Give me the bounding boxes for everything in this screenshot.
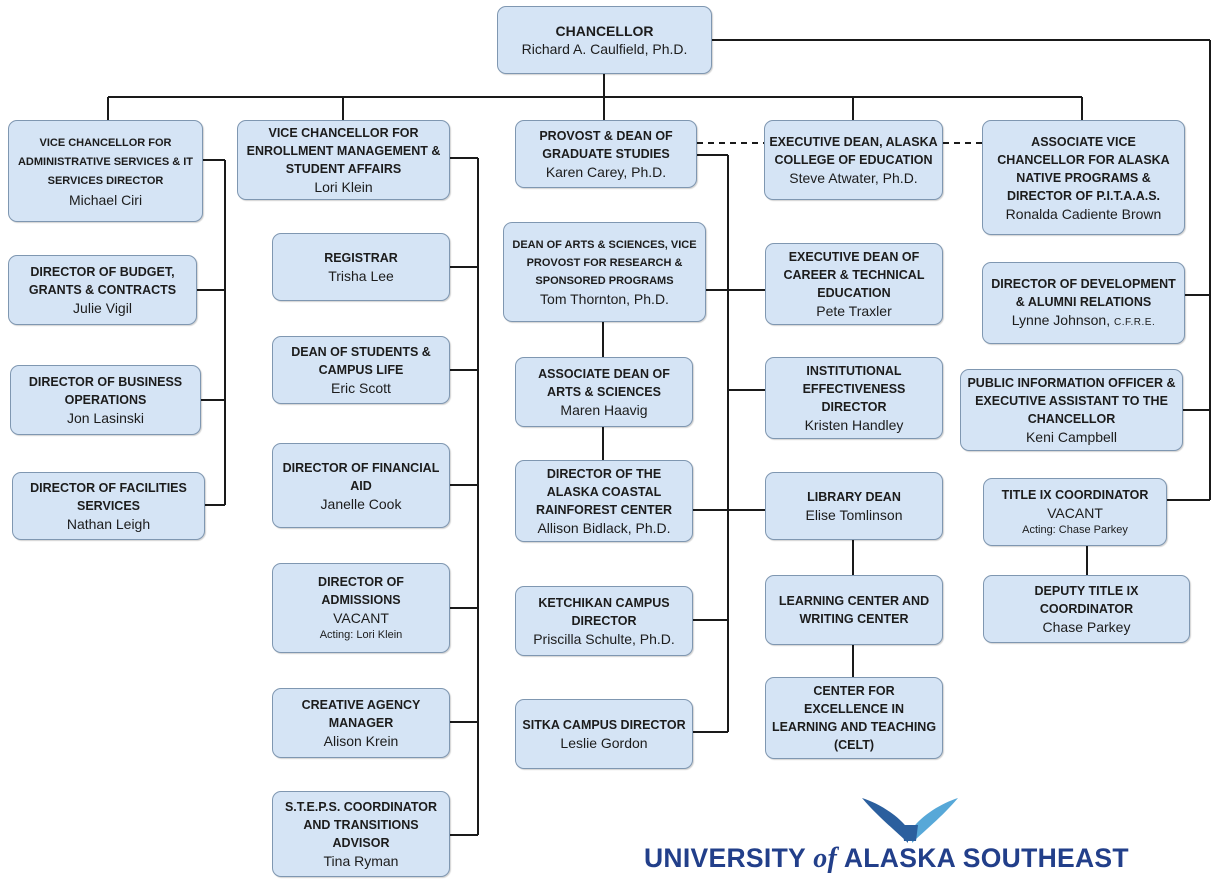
sitka-box: SITKA CAMPUS DIRECTOR Leslie Gordon [515,699,693,769]
facilities-name: Nathan Leigh [66,516,151,532]
development-credential: C.F.R.E. [1114,316,1156,328]
registrar-name: Trisha Lee [328,268,394,284]
vc-admin-name: Michael Ciri [68,191,143,208]
deputy-ix-name: Chase Parkey [1042,619,1131,635]
budget-name: Julie Vigil [73,300,132,316]
chancellor-box: CHANCELLOR Richard A. Caulfield, Ph.D. [497,6,712,74]
whale-tail-logo-icon [862,798,958,843]
pio-title: PUBLIC INFORMATION OFFICER & EXECUTIVE A… [967,376,1176,426]
library-box: LIBRARY DEAN Elise Tomlinson [765,472,943,540]
deputy-ix-box: DEPUTY TITLE IX COORDINATOR Chase Parkey [983,575,1190,643]
library-title: LIBRARY DEAN [807,490,901,504]
vc-enroll-name: Lori Klein [314,179,373,195]
inst-eff-title: INSTITUTIONAL EFFECTIVENESS DIRECTOR [802,364,906,414]
dean-arts-box: DEAN OF ARTS & SCIENCES, VICE PROVOST FO… [503,222,706,322]
business-box: DIRECTOR OF BUSINESS OPERATIONS Jon Lasi… [10,365,201,435]
creative-box: CREATIVE AGENCY MANAGER Alison Krein [272,688,450,758]
admissions-title: DIRECTOR OF ADMISSIONS [318,575,404,607]
dean-students-name: Eric Scott [331,380,391,396]
dean-students-title: DEAN OF STUDENTS & CAMPUS LIFE [291,345,431,377]
deputy-ix-title: DEPUTY TITLE IX COORDINATOR [1034,584,1139,616]
vc-admin-box: VICE CHANCELLOR FOR ADMINISTRATIVE SERVI… [8,120,203,222]
admissions-box: DIRECTOR OF ADMISSIONS VACANT Acting: Lo… [272,563,450,653]
university-logo-wordmark: UNIVERSITY of ALASKA SOUTHEAST [644,843,1184,875]
logo-word-university: UNIVERSITY [644,843,806,873]
development-title: DIRECTOR OF DEVELOPMENT & ALUMNI RELATIO… [991,276,1176,309]
chancellor-name: Richard A. Caulfield, Ph.D. [521,41,688,57]
vc-enroll-title: VICE CHANCELLOR FOR ENROLLMENT MANAGEMEN… [246,126,441,176]
avc-native-name: Ronalda Cadiente Brown [1005,205,1162,222]
admissions-acting: Acting: Lori Klein [319,629,403,641]
library-name: Elise Tomlinson [805,507,903,523]
logo-word-of: of [813,843,838,874]
learning-title: LEARNING CENTER AND WRITING CENTER [778,594,930,626]
pio-box: PUBLIC INFORMATION OFFICER & EXECUTIVE A… [960,369,1183,451]
dean-arts-title: DEAN OF ARTS & SCIENCES, VICE PROVOST FO… [512,239,697,287]
budget-title: DIRECTOR OF BUDGET, GRANTS & CONTRACTS [28,265,177,297]
development-box: DIRECTOR OF DEVELOPMENT & ALUMNI RELATIO… [982,262,1185,344]
vc-admin-title: VICE CHANCELLOR FOR ADMINISTRATIVE SERVI… [17,136,193,187]
registrar-title: REGISTRAR [324,251,398,265]
logo-word-alaska-southeast: ALASKA SOUTHEAST [843,843,1129,873]
provost-name: Karen Carey, Ph.D. [545,164,667,180]
pio-name: Keni Campbell [1025,429,1118,445]
assoc-dean-box: ASSOCIATE DEAN OF ARTS & SCIENCES Maren … [515,357,693,427]
business-title: DIRECTOR OF BUSINESS OPERATIONS [28,375,183,407]
inst-eff-box: INSTITUTIONAL EFFECTIVENESS DIRECTOR Kri… [765,357,943,439]
learning-box: LEARNING CENTER AND WRITING CENTER [765,575,943,645]
rainforest-box: DIRECTOR OF THE ALASKA COASTAL RAINFORES… [515,460,693,542]
title-ix-acting: Acting: Chase Parkey [1022,524,1128,536]
celt-title: CENTER FOR EXCELLENCE IN LEARNING AND TE… [771,684,937,752]
provost-box: PROVOST & DEAN OF GRADUATE STUDIES Karen… [515,120,697,188]
title-ix-box: TITLE IX COORDINATOR VACANT Acting: Chas… [983,478,1167,546]
fin-aid-box: DIRECTOR OF FINANCIAL AID Janelle Cook [272,443,450,528]
assoc-dean-title: ASSOCIATE DEAN OF ARTS & SCIENCES [538,367,670,399]
avc-native-box: ASSOCIATE VICE CHANCELLOR FOR ALASKA NAT… [982,120,1185,235]
dean-students-box: DEAN OF STUDENTS & CAMPUS LIFE Eric Scot… [272,336,450,404]
sitka-name: Leslie Gordon [560,735,648,751]
exec-dean-cte-box: EXECUTIVE DEAN OF CAREER & TECHNICAL EDU… [765,243,943,325]
rainforest-title: DIRECTOR OF THE ALASKA COASTAL RAINFORES… [535,467,673,517]
dean-arts-name: Tom Thornton, Ph.D. [540,291,669,307]
fin-aid-name: Janelle Cook [320,495,402,512]
fin-aid-title: DIRECTOR OF FINANCIAL AID [282,460,440,493]
admissions-name: VACANT [333,610,389,626]
exec-dean-cte-name: Pete Traxler [816,303,892,319]
creative-title: CREATIVE AGENCY MANAGER [301,698,421,730]
steps-name: Tina Ryman [323,853,399,869]
exec-dean-edu-name: Steve Atwater, Ph.D. [789,170,918,186]
avc-native-title: ASSOCIATE VICE CHANCELLOR FOR ALASKA NAT… [997,134,1170,203]
exec-dean-edu-box: EXECUTIVE DEAN, ALASKA COLLEGE OF EDUCAT… [764,120,943,200]
sitka-title: SITKA CAMPUS DIRECTOR [522,718,686,732]
facilities-box: DIRECTOR OF FACILITIES SERVICES Nathan L… [12,472,205,540]
title-ix-name: VACANT [1047,505,1103,521]
celt-box: CENTER FOR EXCELLENCE IN LEARNING AND TE… [765,677,943,759]
business-name: Jon Lasinski [66,410,145,426]
chancellor-title: CHANCELLOR [555,23,654,39]
inst-eff-name: Kristen Handley [804,417,904,433]
facilities-title: DIRECTOR OF FACILITIES SERVICES [30,481,187,513]
creative-name: Alison Krein [323,733,399,749]
development-name-line: Lynne Johnson, C.F.R.E. [1012,311,1155,332]
budget-box: DIRECTOR OF BUDGET, GRANTS & CONTRACTS J… [8,255,197,325]
exec-dean-cte-title: EXECUTIVE DEAN OF CAREER & TECHNICAL EDU… [783,250,925,300]
development-name: Lynne Johnson, [1011,311,1111,328]
steps-box: S.T.E.P.S. COORDINATOR AND TRANSITIONS A… [272,791,450,877]
exec-dean-edu-title: EXECUTIVE DEAN, ALASKA COLLEGE OF EDUCAT… [769,135,938,167]
provost-title: PROVOST & DEAN OF GRADUATE STUDIES [539,129,673,161]
ketchikan-name: Priscilla Schulte, Ph.D. [533,631,675,647]
rainforest-name: Allison Bidlack, Ph.D. [537,520,671,536]
steps-title: S.T.E.P.S. COORDINATOR AND TRANSITIONS A… [284,800,438,850]
assoc-dean-name: Maren Haavig [560,402,648,418]
vc-enroll-box: VICE CHANCELLOR FOR ENROLLMENT MANAGEMEN… [237,120,450,200]
ketchikan-title: KETCHIKAN CAMPUS DIRECTOR [538,596,670,628]
registrar-box: REGISTRAR Trisha Lee [272,233,450,301]
title-ix-title: TITLE IX COORDINATOR [1001,488,1149,502]
ketchikan-box: KETCHIKAN CAMPUS DIRECTOR Priscilla Schu… [515,586,693,656]
